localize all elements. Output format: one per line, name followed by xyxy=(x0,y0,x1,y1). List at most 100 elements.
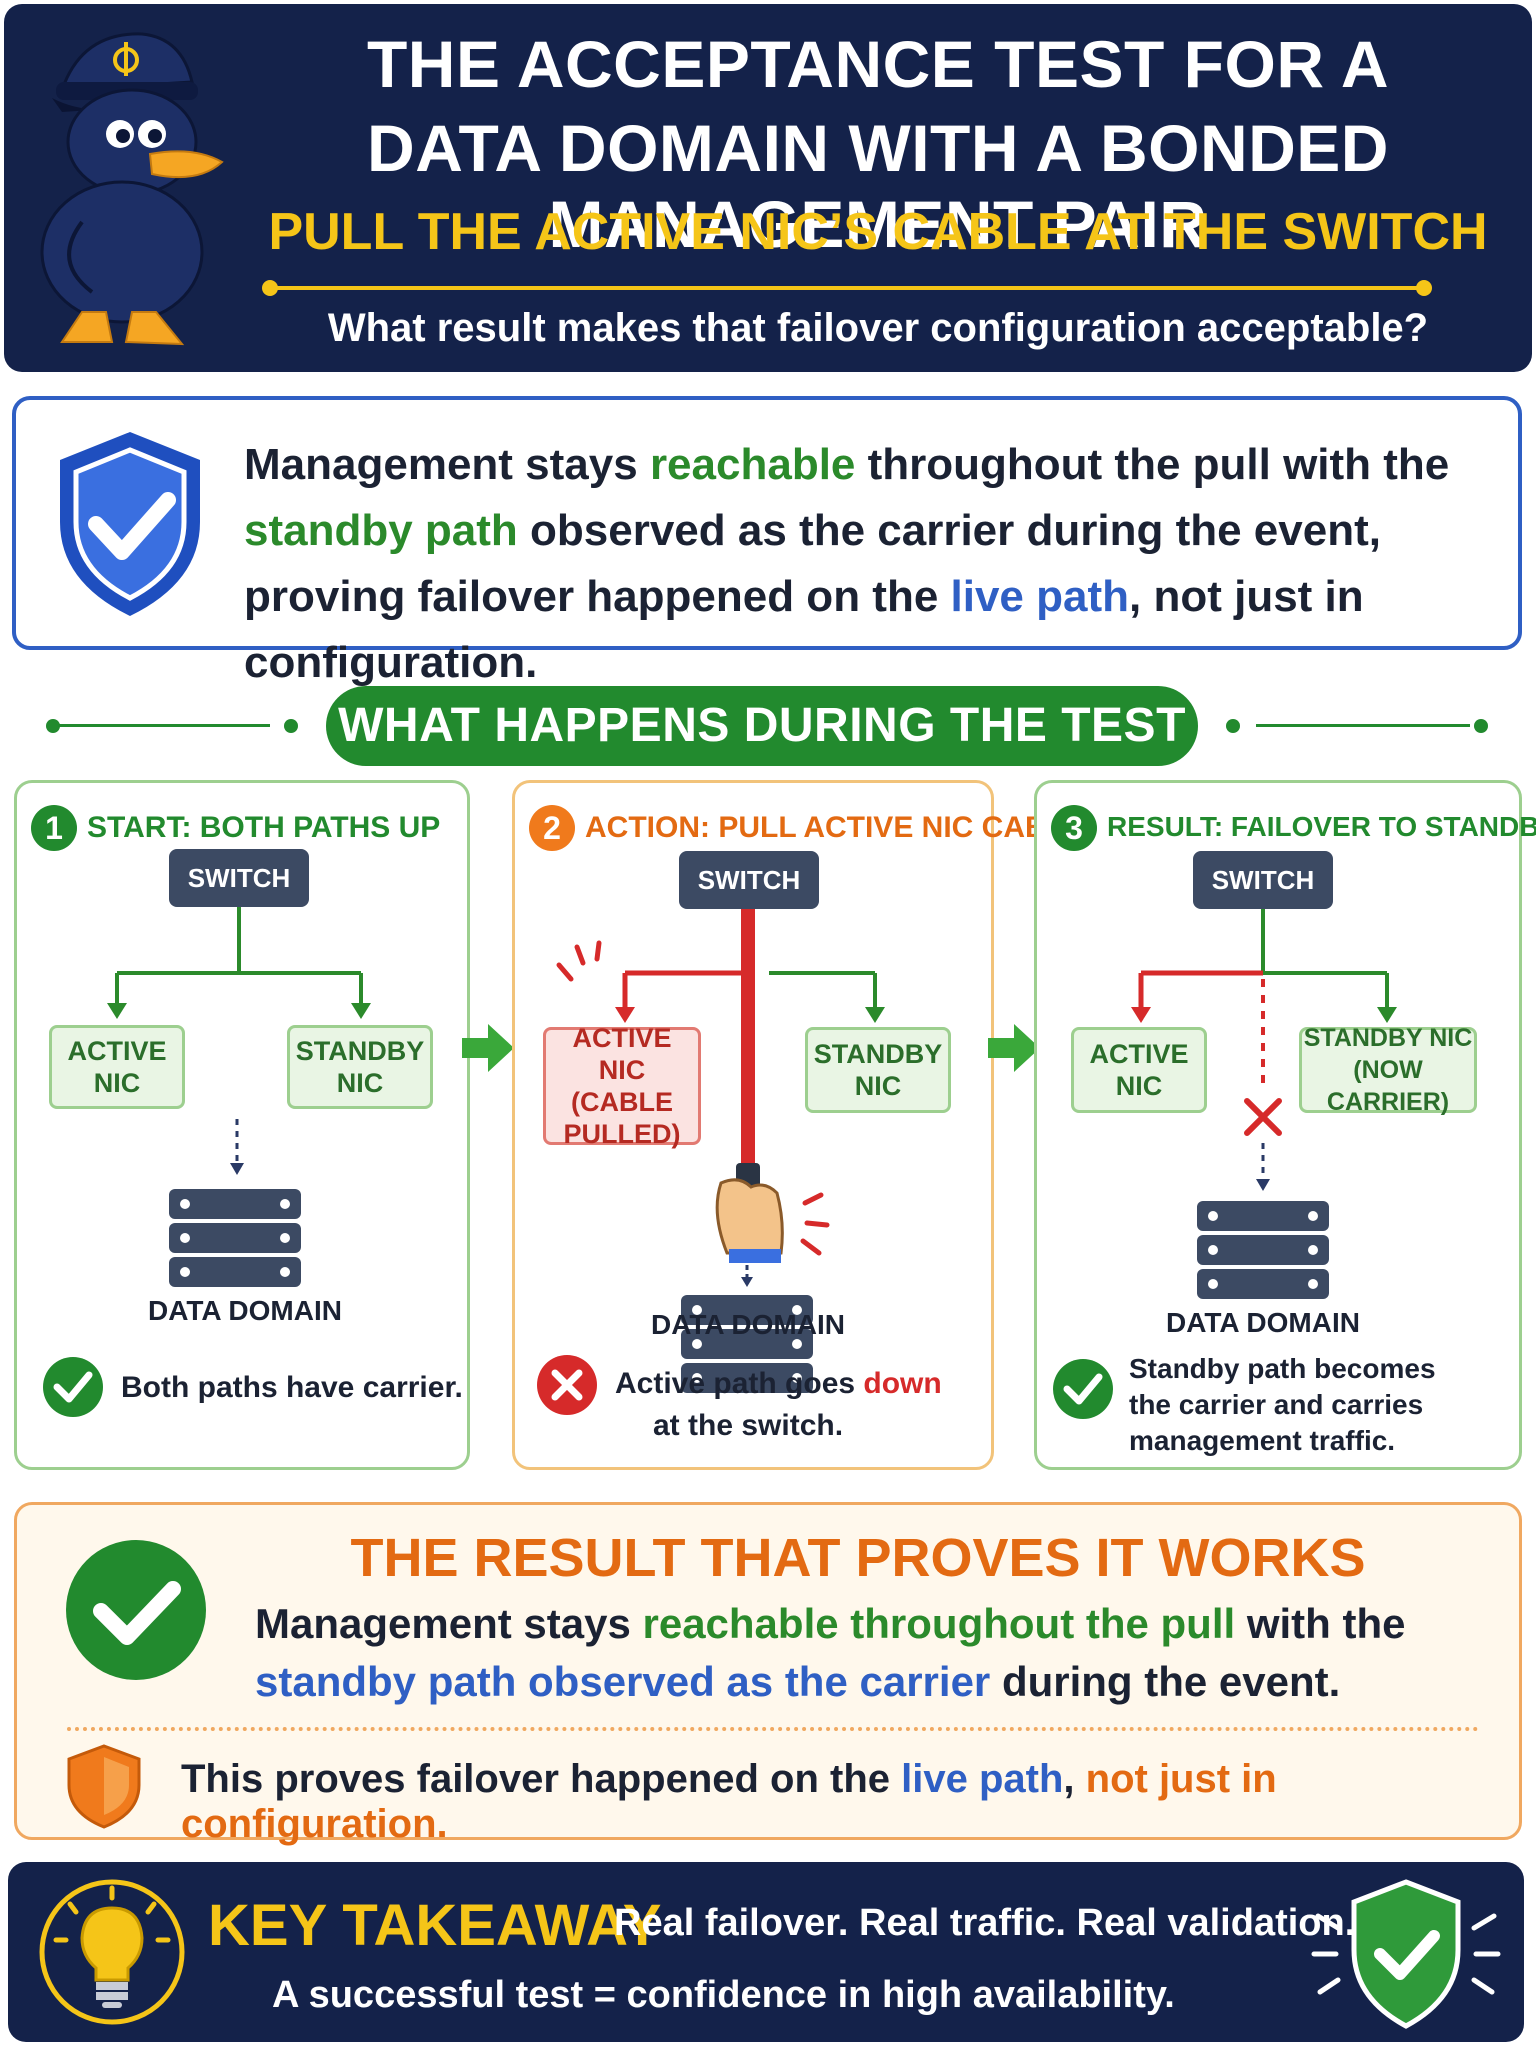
answer-highlight-reachable: reachable xyxy=(649,440,856,489)
result-text-part: Management stays xyxy=(255,1600,643,1647)
answer-text-part: Management stays xyxy=(244,440,650,489)
step-3-device-label: DATA DOMAIN xyxy=(1166,1307,1360,1338)
step-3-title: RESULT: FAILOVER TO STANDBY xyxy=(1107,811,1536,842)
step-1-device-label: DATA DOMAIN xyxy=(148,1295,342,1326)
step-3-active-nic: ACTIVE NIC xyxy=(1071,1027,1207,1113)
header-banner: THE ACCEPTANCE TEST FOR A DATA DOMAIN WI… xyxy=(4,4,1532,372)
step-2-active-nic-pulled: ACTIVE NIC (CABLE PULLED) xyxy=(543,1023,701,1149)
shield-icon xyxy=(67,1744,141,1829)
nic-label: STANDBY NIC xyxy=(1303,1024,1473,1052)
step-2-title: ACTION: PULL ACTIVE NIC CABLE xyxy=(585,811,1085,844)
next-step-arrow-icon xyxy=(988,1024,1040,1072)
takeaway-line-2: A successful test = confidence in high a… xyxy=(272,1974,1175,2016)
section-line-left xyxy=(56,724,270,727)
step-2-panel: 2 ACTION: PULL ACTIVE NIC CABLE SWITCH A… xyxy=(512,780,1085,1470)
step-1-switch: SWITCH xyxy=(169,849,309,907)
nic-label: NIC xyxy=(854,1071,902,1101)
step-2-status: Active path goes down xyxy=(615,1365,942,1403)
x-circle-icon xyxy=(537,1355,597,1415)
result-highlight-reachable: reachable throughout the pull xyxy=(642,1600,1236,1647)
nic-label: (NOW CARRIER) xyxy=(1326,1056,1450,1116)
answer-text: Management stays reachable throughout th… xyxy=(244,432,1478,696)
title-line-1: THE ACCEPTANCE TEST FOR A xyxy=(366,27,1390,101)
result-proof-text: This proves failover happened on the liv… xyxy=(181,1757,1499,1847)
step-3-standby-nic-now-carrier: STANDBY NIC (NOW CARRIER) xyxy=(1299,1024,1477,1116)
result-title: THE RESULT THAT PROVES IT WORKS xyxy=(350,1528,1366,1588)
step-1-panel: 1 START: BOTH PATHS UP SWITCH ACTIVE NIC… xyxy=(14,780,470,1470)
data-domain-server-icon xyxy=(1197,1201,1329,1299)
nic-label: ACTIVE xyxy=(1089,1039,1189,1069)
answer-text-part: throughout the pull with the xyxy=(855,440,1450,489)
step-1-title: START: BOTH PATHS UP xyxy=(87,811,441,844)
nic-label: STANDBY xyxy=(295,1036,425,1066)
takeaway-line-1: Real failover. Real traffic. Real valida… xyxy=(614,1902,1356,1944)
section-dot xyxy=(284,719,298,733)
hand-pulling-cable-icon xyxy=(715,1178,784,1263)
header-question: What result makes that failover configur… xyxy=(327,306,1429,350)
step-2-number: 2 xyxy=(529,805,575,851)
step-1-number: 1 xyxy=(31,805,77,851)
header-divider xyxy=(268,286,1426,290)
status-line: the carrier and carries xyxy=(1129,1389,1424,1420)
nic-label: NIC xyxy=(336,1068,384,1098)
answer-text-part: , not just in configuration. xyxy=(244,572,1364,687)
proof-text-part: This proves failover happened on the xyxy=(181,1757,902,1801)
proof-highlight-not-config: not just in configuration. xyxy=(181,1757,1277,1846)
section-dot xyxy=(46,719,60,733)
step-2-status-line-2: at the switch. xyxy=(653,1409,844,1442)
proof-text-part: , xyxy=(1063,1757,1086,1801)
status-line: management traffic. xyxy=(1129,1425,1396,1456)
sailor-duck-mascot-icon xyxy=(40,32,224,346)
lightbulb-icon xyxy=(39,1879,185,2025)
key-takeaway-banner: KEY TAKEAWAY Real failover. Real traffic… xyxy=(8,1862,1524,2042)
status-line: Standby path becomes xyxy=(1129,1353,1436,1384)
answer-card: Management stays reachable throughout th… xyxy=(12,396,1522,687)
step-3-wires xyxy=(1053,909,1397,1419)
result-text: Management stays reachable throughout th… xyxy=(255,1595,1489,1711)
step-1-wires xyxy=(43,907,371,1417)
result-text-part: during the event. xyxy=(990,1658,1341,1705)
step-1-standby-nic: STANDBY NIC xyxy=(287,1025,433,1109)
proof-highlight-live-path: live path xyxy=(901,1757,1064,1801)
nic-label: (CABLE xyxy=(571,1087,673,1117)
header-subtitle: PULL THE ACTIVE NIC’S CABLE AT THE SWITC… xyxy=(268,203,1488,261)
data-domain-server-icon xyxy=(679,1203,811,1233)
step-1-status: Both paths have carrier. xyxy=(121,1371,463,1404)
result-highlight-standby-carrier: standby path observed as the carrier xyxy=(255,1658,991,1705)
takeaway-title: KEY TAKEAWAY xyxy=(208,1893,662,1958)
status-highlight-down: down xyxy=(863,1367,942,1400)
nic-label: PULLED) xyxy=(563,1119,681,1149)
nic-label: STANDBY xyxy=(813,1039,943,1069)
nic-label: ACTIVE NIC xyxy=(572,1023,672,1085)
section-dot xyxy=(1226,719,1240,733)
next-step-arrow-icon xyxy=(462,1024,514,1072)
step-3-switch: SWITCH xyxy=(1193,851,1333,909)
result-text-part: with the xyxy=(1235,1600,1406,1647)
step-2-device-label: DATA DOMAIN xyxy=(651,1309,845,1340)
data-domain-server-icon xyxy=(169,1189,301,1287)
check-circle-icon xyxy=(43,1357,103,1417)
rule-dot-right xyxy=(1416,280,1432,296)
answer-text-part: observed as the carrier during the event… xyxy=(244,506,1381,621)
step-1-active-nic: ACTIVE NIC xyxy=(49,1025,185,1109)
nic-label: ACTIVE xyxy=(67,1036,167,1066)
nic-label: NIC xyxy=(93,1068,141,1098)
step-3-number: 3 xyxy=(1051,805,1097,851)
status-text: Active path goes xyxy=(615,1367,864,1400)
section-dot xyxy=(1474,719,1488,733)
step-2-standby-nic: STANDBY NIC xyxy=(805,1027,951,1113)
answer-highlight-live-path: live path xyxy=(950,572,1130,621)
step-3-status: Standby path becomes the carrier and car… xyxy=(1129,1351,1436,1459)
answer-highlight-standby-path: standby path xyxy=(244,506,518,555)
check-circle-icon xyxy=(1053,1359,1113,1419)
section-title: WHAT HAPPENS DURING THE TEST xyxy=(326,686,1198,766)
step-2-switch: SWITCH xyxy=(679,851,819,909)
step-2-wires xyxy=(556,909,885,1393)
shield-check-icon xyxy=(1311,1879,1501,2029)
check-circle-icon xyxy=(66,1540,206,1680)
section-line-right xyxy=(1256,724,1470,727)
dotted-divider xyxy=(67,1727,1479,1731)
title-line-2: DATA DOMAIN WITH A BONDED MANAGEMENT PAI… xyxy=(367,111,1389,261)
result-card: THE RESULT THAT PROVES IT WORKS Manageme… xyxy=(14,1502,1522,1846)
shield-check-icon xyxy=(60,432,200,616)
